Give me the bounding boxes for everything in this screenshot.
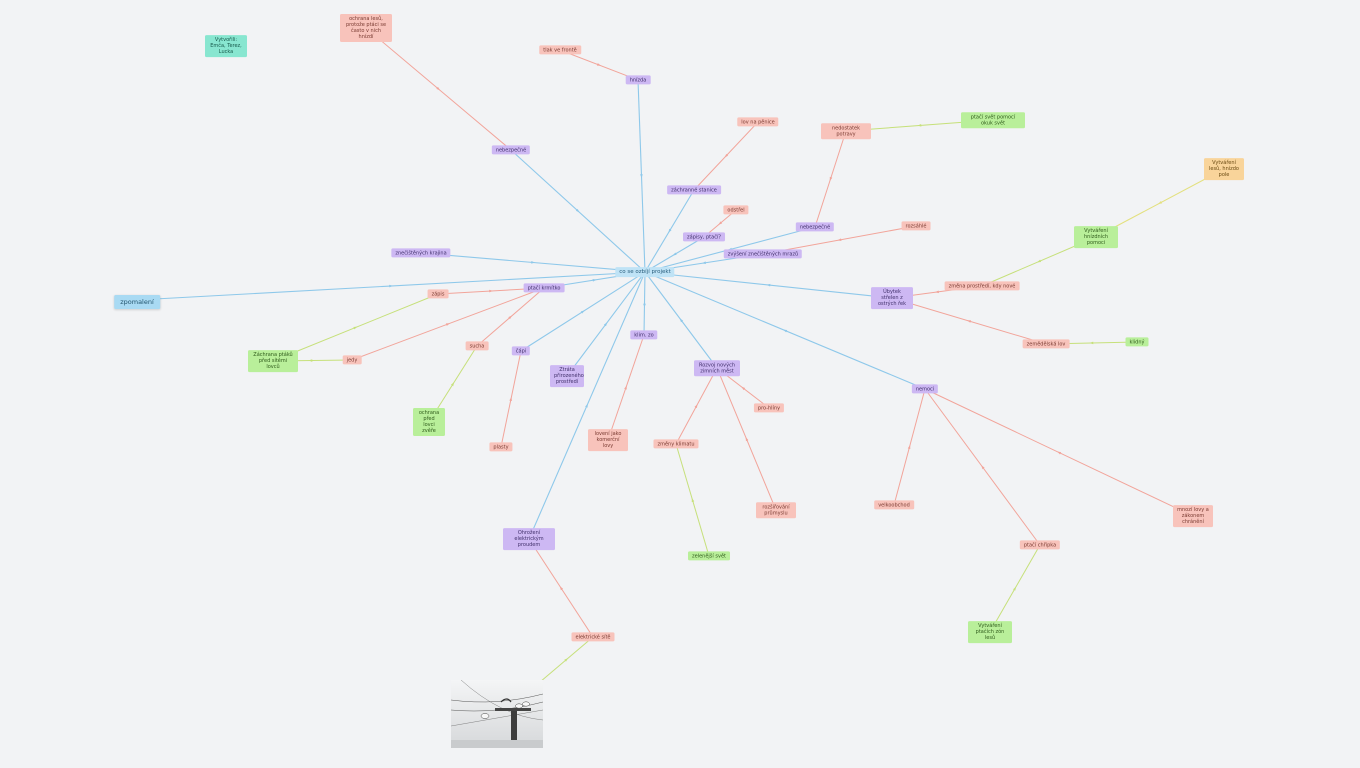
detail-node[interactable]: odstřel [723,205,749,215]
arrow-icon [640,174,643,179]
arrow-icon [559,586,564,591]
detail-node[interactable]: ptačí chřipka [1019,540,1061,550]
arrow-icon [531,261,536,264]
topic-node[interactable]: čápi [511,346,531,356]
detail-node[interactable]: zápis [427,289,449,299]
detail-node[interactable]: změny klimatu [653,439,699,449]
leaf-node[interactable]: klidný [1125,337,1149,347]
arrow-icon [1036,259,1042,263]
detail-node[interactable]: plasty [489,442,513,452]
topic-node[interactable]: Rozvoj nových zimních měst [694,360,740,376]
topic-node[interactable]: Ohrožení elektrickým proudem [503,528,555,550]
topic-node[interactable]: klim. zo [630,330,658,340]
leaf-node[interactable]: ptačí svět pomocí okuk svět [961,112,1025,128]
detail-node[interactable]: tlak ve frontě [539,45,581,55]
arrow-icon [694,404,698,409]
arrow-icon [981,465,985,470]
detail-node[interactable]: rozsáhlé [901,221,931,231]
arrow-icon [596,63,602,66]
detail-node[interactable]: jedy [342,355,362,365]
detail-node[interactable]: zemědělská lov [1022,339,1070,349]
leaf-node[interactable]: Vytváření lesů, hnízdo pole [1204,158,1244,180]
arrow-icon [907,444,911,450]
detail-node[interactable]: lovení jako komerční lovy [588,429,628,451]
topic-node[interactable]: záchranné stanice [667,185,721,195]
arrow-icon [679,318,684,323]
topic-node[interactable]: znečištěných krajina [391,248,451,258]
arrow-icon [829,176,833,182]
arrow-icon [672,252,677,256]
arrow-icon [745,436,749,442]
topic-node[interactable]: Úbytek střelen z ostrých řek [871,287,913,309]
detail-node[interactable]: elektrické sítě [571,632,615,642]
arrow-icon [668,228,672,233]
storks-photo-image [451,680,543,748]
topic-node[interactable]: hnízda [625,75,651,85]
arrow-icon [436,86,441,91]
leaf-node[interactable]: Vytváření ptačích zón lesů [968,621,1012,643]
topic-node[interactable]: nebezpečné [491,145,531,155]
arrow-icon [489,289,494,293]
leaf-node[interactable]: Záchrana ptáků před sítěmi lovců [248,350,298,372]
arrow-icon [450,382,455,387]
topic-node[interactable]: nemoci [911,384,939,394]
arrow-icon [766,283,771,287]
arrow-icon [310,359,315,362]
topic-node[interactable]: Ztráta přirozeného prostředí [550,365,584,387]
arrow-icon [701,261,706,265]
arrow-icon [592,278,597,282]
leaf-node[interactable]: zelenější svět [688,551,730,561]
detail-node[interactable]: mnozí lovy a zákonem chránění [1173,505,1213,527]
arrow-icon [603,322,608,327]
arrow-icon [1057,451,1062,455]
topic-node[interactable]: nebezpečné [795,222,835,232]
arrow-icon [966,320,972,323]
arrow-icon [585,403,588,408]
author-note: Vytvořili: Emča, Terez, Lucka [205,35,247,57]
arrow-icon [691,497,695,503]
central-topic[interactable]: co se ozbíjí projekt [615,267,675,277]
detail-node[interactable]: lov na pěnice [737,117,779,127]
arrow-icon [445,323,451,326]
arrow-icon [1012,586,1017,591]
detail-node[interactable]: změna prostředí, kdy nové [944,281,1020,291]
arrow-icon [724,153,729,158]
arrow-icon [564,658,569,662]
arrow-icon [624,385,627,390]
arrow-icon [353,326,358,330]
detail-node[interactable]: sucha [465,341,489,351]
arrow-icon [580,310,585,314]
arrow-icon [1089,341,1094,345]
detail-node[interactable]: pro-hlíny [753,403,785,413]
arrow-icon [575,208,580,213]
storks-photo[interactable] [451,680,543,748]
leaf-node[interactable]: ochrana před lovci zvěře [413,408,445,436]
arrow-icon [917,124,922,127]
detail-node[interactable]: nedostatek potravy [821,123,871,139]
arrow-icon [508,315,513,320]
detail-node[interactable]: ochrana lesů, protože ptáci se často v n… [340,14,392,42]
arrow-icon [643,301,646,306]
topic-node[interactable]: ptačí krmítko [523,283,565,293]
arrow-icon [934,290,939,294]
detail-node[interactable]: rozšiřování průmyslu [756,502,796,518]
leaf-node[interactable]: Vytváření hnízdních pomoci [1074,226,1118,248]
outer-topic[interactable]: zpomalení [114,294,160,310]
topic-node[interactable]: zápisy, ptačí? [683,232,725,242]
arrow-icon [718,221,723,225]
arrow-icon [509,396,512,401]
arrow-icon [741,386,746,391]
arrow-icon [389,284,394,288]
detail-node[interactable]: velkoobchod [874,500,914,510]
arrow-icon [782,329,788,333]
topic-node[interactable]: zvýšení znečištěných mrazů [723,249,803,259]
arrow-icon [1158,201,1163,205]
arrow-icon [837,238,842,241]
